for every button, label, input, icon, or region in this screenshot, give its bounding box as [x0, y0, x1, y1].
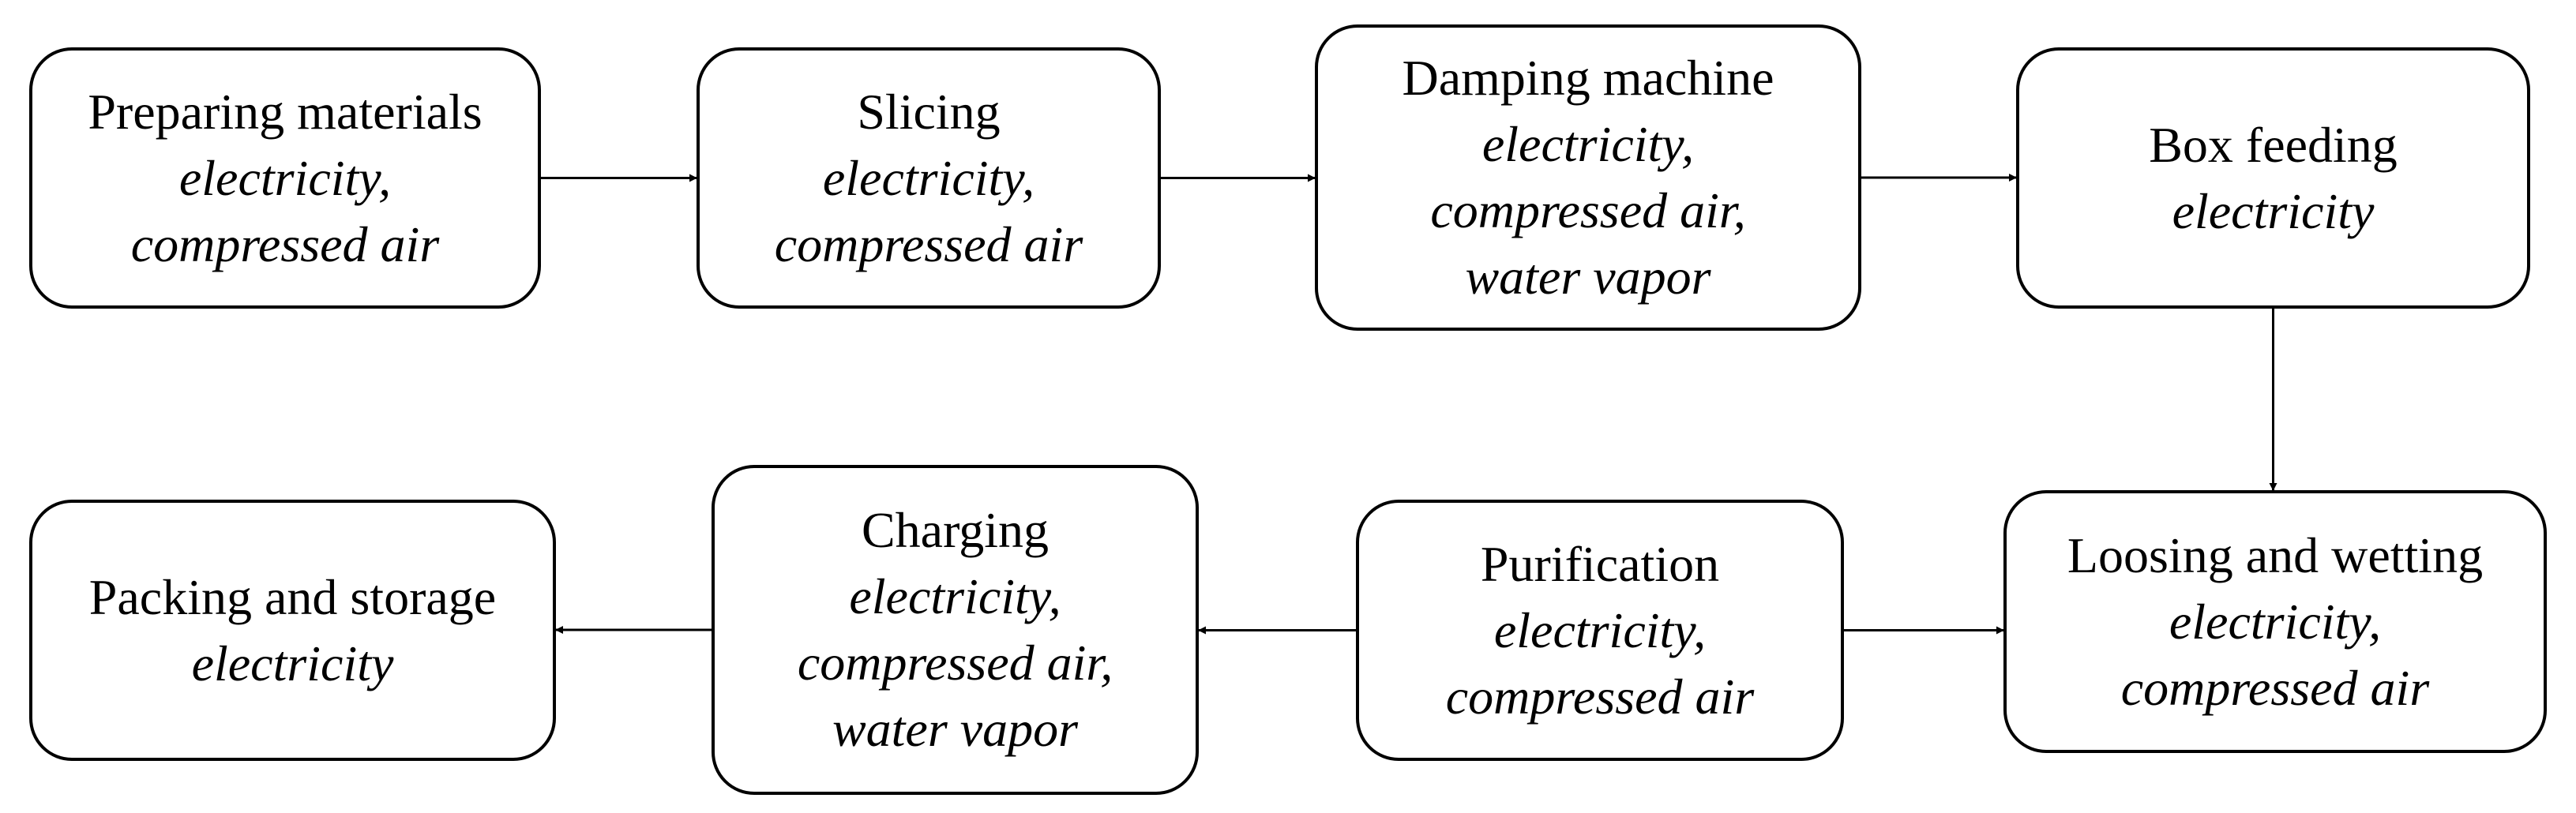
step-resource: electricity, — [1481, 116, 1695, 172]
step-resource: electricity, — [1493, 601, 1707, 658]
step-damping-machine: Damping machine electricity, compressed … — [1315, 24, 1861, 331]
step-resource: electricity, — [822, 149, 1035, 206]
step-resource: compressed air — [774, 215, 1083, 272]
step-resource: electricity, — [2169, 593, 2382, 650]
step-title: Preparing materials — [88, 83, 483, 140]
step-title: Purification — [1480, 535, 1720, 592]
step-resource: compressed air — [130, 215, 440, 272]
step-resource: water vapor — [832, 701, 1079, 757]
step-preparing-materials: Preparing materials electricity, compres… — [29, 47, 541, 309]
step-resource: compressed air, — [1430, 182, 1746, 238]
step-resource: electricity, — [178, 149, 392, 206]
step-title: Charging — [861, 502, 1050, 558]
step-resource: electricity, — [849, 568, 1061, 624]
step-title: Box feeding — [2149, 116, 2398, 173]
step-title: Damping machine — [1402, 50, 1774, 106]
step-packing-and-storage: Packing and storage electricity — [29, 500, 556, 761]
step-title: Loosing and wetting — [2067, 526, 2484, 583]
step-resource: electricity — [191, 635, 394, 691]
step-title: Slicing — [857, 83, 1001, 140]
step-charging: Charging electricity, compressed air, wa… — [712, 465, 1199, 795]
step-resource: compressed air — [2120, 659, 2430, 716]
step-loosing-and-wetting: Loosing and wetting electricity, compres… — [2003, 490, 2547, 753]
step-box-feeding: Box feeding electricity — [2016, 47, 2530, 309]
step-resource: compressed air — [1445, 668, 1755, 725]
step-purification: Purification electricity, compressed air — [1356, 500, 1844, 761]
step-resource: compressed air, — [797, 635, 1113, 691]
step-title: Packing and storage — [88, 568, 497, 625]
step-resource: electricity — [2172, 182, 2375, 239]
step-slicing: Slicing electricity, compressed air — [697, 47, 1161, 309]
step-resource: water vapor — [1465, 249, 1711, 305]
